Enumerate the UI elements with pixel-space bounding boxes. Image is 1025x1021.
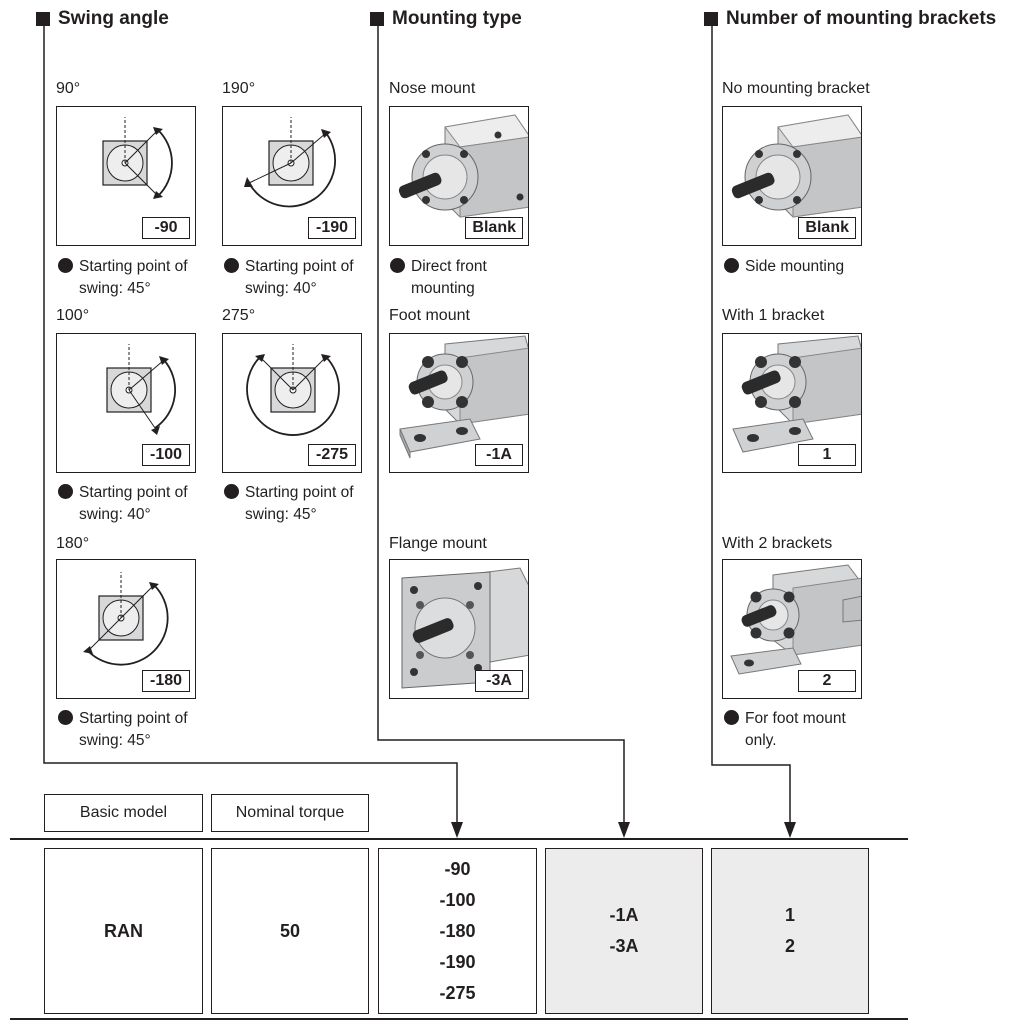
bullet-dot-icon (390, 258, 405, 273)
basic-model-label: Basic model (44, 794, 203, 832)
flange-mount-image: -3A (389, 559, 529, 699)
model-code: RAN (104, 920, 143, 941)
bracket-code: 1 (784, 905, 795, 925)
swing-190-diagram: -190 (222, 106, 362, 246)
swing-275-diagram: -275 (222, 333, 362, 473)
swing-note: Starting point of swing: 40° (224, 256, 354, 300)
mounting-option-label: Foot mount (389, 307, 470, 324)
mounting-note: Direct front mounting (390, 256, 487, 300)
code-badge: -275 (308, 444, 356, 466)
code-badge: Blank (465, 217, 523, 239)
nominal-torque-label: Nominal torque (211, 794, 369, 832)
swing-90-diagram: -90 (56, 106, 196, 246)
bullet-dot-icon (58, 710, 73, 725)
square-bullet-icon (36, 12, 50, 26)
swing-note: Starting point of swing: 45° (224, 482, 354, 526)
swing-code: -100 (439, 889, 476, 910)
code-badge: -100 (142, 444, 190, 466)
swing-code: -180 (439, 920, 476, 941)
swing-angle-label: 100° (56, 307, 90, 324)
swing-note: Starting point of swing: 45° (58, 256, 188, 300)
bullet-dot-icon (58, 258, 73, 273)
swing-code: -275 (439, 982, 476, 1003)
bullet-dot-icon (224, 484, 239, 499)
swing-angle-label: 180° (56, 535, 90, 552)
mount-code: -3A (609, 936, 639, 956)
square-bullet-icon (370, 12, 384, 26)
bullet-dot-icon (58, 484, 73, 499)
swing-diagram-icon (244, 117, 336, 208)
rotary-actuator-icon (731, 114, 861, 218)
foot-mount-image: -1A (389, 333, 529, 473)
swing-diagram-icon (246, 344, 340, 436)
mount-code: -1A (609, 905, 639, 925)
swing-code: -190 (439, 951, 476, 972)
code-badge: -1A (475, 444, 523, 466)
swing-diagram-icon (83, 572, 169, 666)
swing-angle-label: 90° (56, 80, 81, 97)
torque-value: 50 (279, 920, 301, 941)
foot-mount-actuator-icon (399, 335, 528, 459)
bullet-dot-icon (724, 710, 739, 725)
swing-diagram-icon (102, 117, 173, 199)
swing-180-diagram: -180 (56, 559, 196, 699)
bracket-note: For foot mount only. (724, 708, 846, 752)
mounting-option-label: Flange mount (389, 535, 487, 552)
flange-mount-actuator-icon (401, 567, 528, 689)
swing-note: Starting point of swing: 40° (58, 482, 188, 526)
mount-codes-cell: -1A -3A (545, 848, 703, 1014)
two-brackets-image: 2 (722, 559, 862, 699)
code-badge: 2 (798, 670, 856, 692)
torque-cell: 50 (211, 848, 369, 1014)
code-badge: -3A (475, 670, 523, 692)
one-bracket-image: 1 (722, 333, 862, 473)
square-bullet-icon (704, 12, 718, 26)
model-cell: RAN (44, 848, 203, 1014)
code-badge: -180 (142, 670, 190, 692)
swing-code: -90 (444, 858, 471, 879)
bracket-option-label: With 1 bracket (722, 307, 825, 324)
bracket-code: 2 (784, 936, 795, 956)
code-badge: -90 (142, 217, 190, 239)
code-badge: Blank (798, 217, 856, 239)
bracket-note: Side mounting (724, 256, 844, 278)
mounting-type-header: Mounting type (370, 8, 522, 30)
foot-mount-actuator-icon (732, 335, 861, 453)
no-bracket-image: Blank (722, 106, 862, 246)
nose-mount-image: Blank (389, 106, 529, 246)
mounting-brackets-header: Number of mounting brackets (704, 8, 996, 30)
swing-diagram-icon (106, 344, 177, 435)
bracket-option-label: No mounting bracket (722, 80, 870, 97)
swing-angle-label: 190° (222, 80, 256, 97)
bracket-codes-cell: 1 2 (711, 848, 869, 1014)
bracket-option-label: With 2 brackets (722, 535, 833, 552)
mounting-option-label: Nose mount (389, 80, 476, 97)
swing-angle-header: Swing angle (36, 8, 169, 30)
two-bracket-actuator-icon (730, 564, 861, 675)
swing-angle-label: 275° (222, 307, 256, 324)
bullet-dot-icon (724, 258, 739, 273)
swing-codes-cell: -90 -100 -180 -190 -275 (378, 848, 537, 1014)
rotary-actuator-icon (398, 114, 528, 218)
swing-100-diagram: -100 (56, 333, 196, 473)
bullet-dot-icon (224, 258, 239, 273)
code-badge: 1 (798, 444, 856, 466)
swing-note: Starting point of swing: 45° (58, 708, 188, 752)
code-badge: -190 (308, 217, 356, 239)
